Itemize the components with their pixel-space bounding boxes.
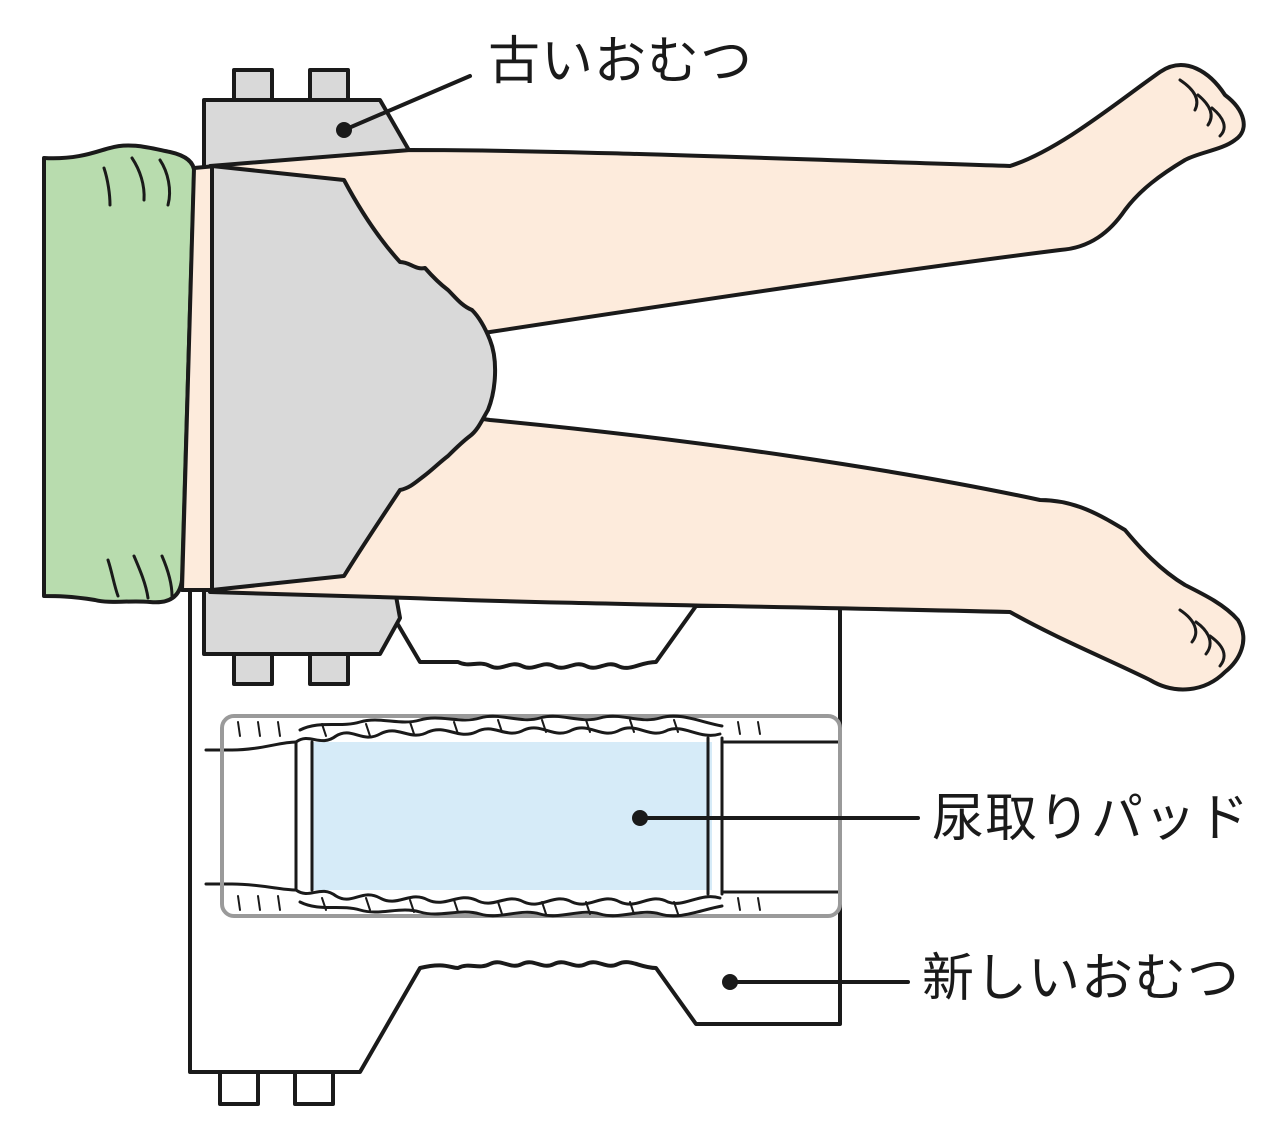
old-diaper-tab <box>232 68 274 104</box>
new-diaper-tab <box>218 1070 260 1106</box>
label-new-diaper: 新しいおむつ <box>922 949 1241 1009</box>
marker-dot-old-diaper <box>336 122 352 138</box>
old-diaper-tab <box>232 650 274 686</box>
label-old-diaper: 古いおむつ <box>488 32 754 92</box>
leader-old-diaper <box>342 74 472 132</box>
marker-dot-new-diaper <box>722 974 738 990</box>
old-diaper-body <box>210 164 498 592</box>
upper-leg <box>208 63 1246 342</box>
urine-pad <box>220 714 842 918</box>
old-diaper-tab <box>308 650 350 686</box>
lower-leg <box>208 408 1246 692</box>
new-diaper-tab <box>293 1070 335 1106</box>
legs <box>208 63 1246 692</box>
shirt <box>42 143 197 605</box>
old-diaper-wings <box>202 68 412 686</box>
label-leaders <box>342 74 920 984</box>
marker-dot-urine-pad <box>632 810 648 826</box>
old-diaper-tab <box>308 68 350 104</box>
label-urine-pad: 尿取りパッド <box>932 789 1251 849</box>
